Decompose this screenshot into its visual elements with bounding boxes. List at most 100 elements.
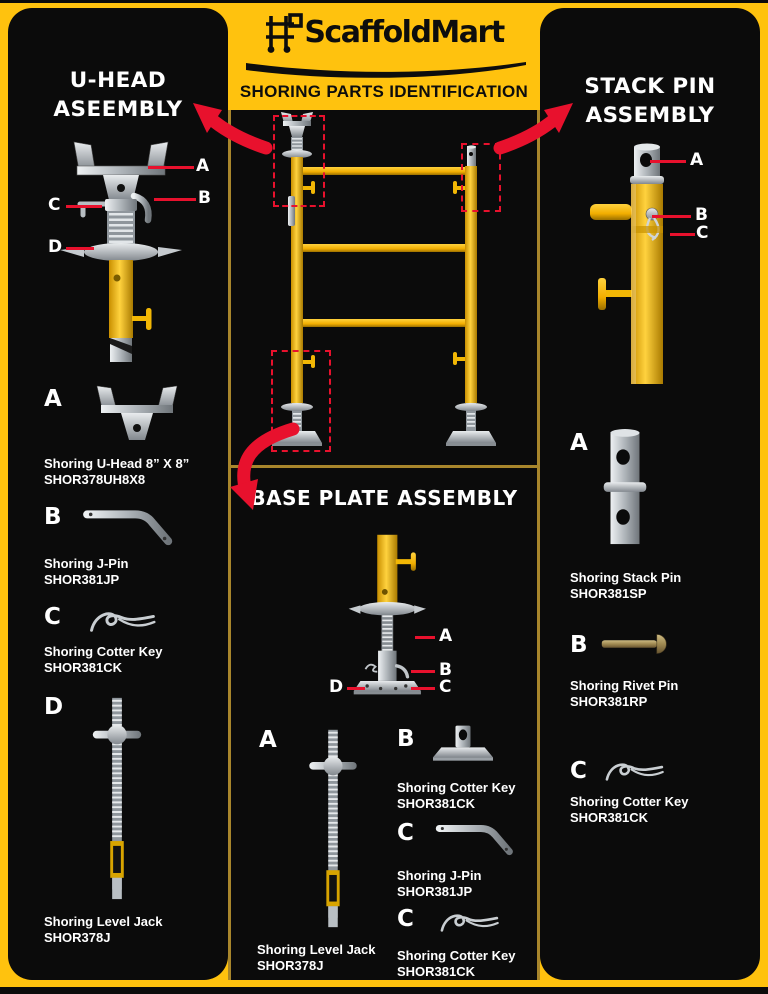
uhead-label-line-d — [66, 247, 94, 250]
uhead-part-b-letter: B — [44, 504, 62, 530]
baseplate-part-b-caption: Shoring Cotter Key SHOR381CK — [397, 780, 537, 813]
baseplate-label-line-a — [415, 636, 435, 639]
part-name: Shoring Level Jack — [44, 914, 163, 929]
baseplate-part-c-letter: C — [397, 820, 414, 846]
part-sku: SHOR381CK — [44, 660, 123, 676]
part-sku: SHOR381RP — [570, 694, 648, 710]
stackpin-part-a-letter: A — [570, 430, 588, 456]
brand-name: ScaffoldMart — [304, 15, 505, 50]
stackpin-diagram-label-a: A — [690, 150, 704, 170]
stackpin-part-b-letter: B — [570, 632, 588, 658]
cotter-key-icon — [90, 612, 156, 632]
uhead-part-a-letter: A — [44, 386, 62, 412]
baseplate-part-a-letter: A — [259, 727, 277, 753]
level-jack-icon — [92, 697, 142, 900]
part-sku: SHOR381CK — [397, 964, 476, 980]
stackpin-part-b-caption: Shoring Rivet Pin SHOR381RP — [570, 678, 755, 711]
stackpin-highlight-box — [461, 143, 501, 212]
stackpin-assembly-photo — [590, 143, 664, 384]
baseplate-part-a-caption: Shoring Level Jack SHOR378J — [257, 942, 407, 975]
part-name: Shoring Rivet Pin — [570, 678, 679, 693]
baseplate-part-c2-letter: C — [397, 906, 414, 932]
uhead-panel: U-HEAD ASEEMBLY A B — [8, 8, 228, 980]
part-sku: SHOR378J — [257, 958, 324, 974]
baseplate-highlight-box — [271, 350, 331, 452]
stackpin-diagram-label-c: C — [696, 223, 709, 243]
stackpin-panel: STACK PIN ASSEMBLY A B C A — [540, 8, 760, 980]
stackpin-diagram-label-b: B — [695, 205, 708, 225]
banner-title: SHORING PARTS IDENTIFICATION — [239, 82, 529, 101]
level-jack-icon — [309, 729, 357, 928]
stack-pin-icon — [603, 429, 647, 545]
part-sku: SHOR381SP — [570, 586, 647, 602]
base-plate-icon — [433, 725, 493, 761]
uhead-highlight-box — [273, 115, 325, 207]
part-name: Shoring Level Jack — [257, 942, 376, 957]
baseplate-diagram-label-d: D — [329, 677, 344, 697]
stackpin-title-line1: STACK PIN — [584, 74, 716, 99]
baseplate-part-c-caption: Shoring J-Pin SHOR381JP — [397, 868, 537, 901]
uhead-label-line-b — [154, 198, 196, 201]
baseplate-label-line-d — [347, 687, 365, 690]
part-name: Shoring Cotter Key — [397, 780, 516, 795]
stackpin-title-line2: ASSEMBLY — [585, 103, 715, 129]
uhead-title-line1: U-HEAD — [69, 68, 167, 93]
uhead-part-b-caption: Shoring J-Pin SHOR381JP — [44, 556, 229, 589]
logo-swoosh — [246, 62, 526, 78]
uhead-diagram-label-c: C — [48, 195, 61, 215]
stackpin-title: STACK PIN ASSEMBLY — [540, 72, 760, 130]
rivet-pin-icon — [601, 634, 667, 654]
uhead-title: U-HEAD ASEEMBLY — [8, 66, 228, 124]
header: ScaffoldMart SHORING PARTS IDENTIFICATIO… — [228, 8, 540, 110]
stackpin-part-c-caption: Shoring Cotter Key SHOR381CK — [570, 794, 755, 827]
brand-logo: ScaffoldMart — [228, 12, 540, 54]
baseplate-title: BASE PLATE ASSEMBLY — [250, 486, 518, 510]
uhead-part-d-caption: Shoring Level Jack SHOR378J — [44, 914, 229, 947]
uhead-label-line-a — [148, 166, 194, 169]
baseplate-part-c2-caption: Shoring Cotter Key SHOR381CK — [397, 948, 537, 981]
stackpin-label-line-c — [670, 233, 695, 236]
uhead-part-c-letter: C — [44, 604, 61, 630]
part-sku: SHOR381JP — [44, 572, 120, 588]
uhead-diagram-label-b: B — [198, 188, 211, 208]
cotter-key-icon — [605, 763, 664, 781]
baseplate-assembly-photo — [348, 534, 426, 695]
shoring-frame-photo — [272, 112, 496, 446]
part-sku: SHOR378UH8X8 — [44, 472, 146, 488]
part-name: Shoring Cotter Key — [44, 644, 163, 659]
part-sku: SHOR378J — [44, 930, 111, 946]
baseplate-diagram-label-c: C — [439, 677, 452, 697]
frame-panel — [228, 110, 540, 468]
part-name: Shoring U-Head 8” X 8” — [44, 456, 190, 471]
j-pin-icon — [83, 510, 173, 546]
baseplate-panel: BASE PLATE ASSEMBLY A B C D — [228, 468, 540, 980]
uhead-title-line2: ASEEMBLY — [53, 97, 183, 123]
uhead-part-c-caption: Shoring Cotter Key SHOR381CK — [44, 644, 229, 677]
stackpin-part-a-caption: Shoring Stack Pin SHOR381SP — [570, 570, 755, 603]
part-name: Shoring Stack Pin — [570, 570, 682, 585]
uhead-assembly-photo — [60, 141, 182, 362]
part-name: Shoring Cotter Key — [570, 794, 689, 809]
uhead-label-line-c — [66, 205, 102, 208]
stackpin-label-line-a — [650, 160, 686, 163]
uhead-diagram-label-d: D — [48, 237, 63, 257]
baseplate-diagram-label-a: A — [439, 626, 453, 646]
part-sku: SHOR381CK — [397, 796, 476, 812]
part-sku: SHOR381JP — [397, 884, 473, 900]
stackpin-label-line-b — [652, 215, 691, 218]
part-name: Shoring J-Pin — [397, 868, 482, 883]
scaffold-logo-icon — [266, 13, 304, 53]
uhead-part-d-letter: D — [44, 694, 64, 720]
j-pin-icon — [435, 825, 513, 856]
baseplate-diagram-label-b: B — [439, 660, 452, 680]
uhead-part-a-caption: Shoring U-Head 8” X 8” SHOR378UH8X8 — [44, 456, 229, 489]
uhead-diagram-label-a: A — [196, 156, 210, 176]
part-name: Shoring J-Pin — [44, 556, 129, 571]
part-sku: SHOR381CK — [570, 810, 649, 826]
baseplate-part-b-letter: B — [397, 726, 415, 752]
baseplate-label-line-c — [411, 687, 435, 690]
baseplate-label-line-b — [411, 670, 435, 673]
cotter-key-icon — [440, 914, 499, 932]
stackpin-part-c-letter: C — [570, 758, 587, 784]
